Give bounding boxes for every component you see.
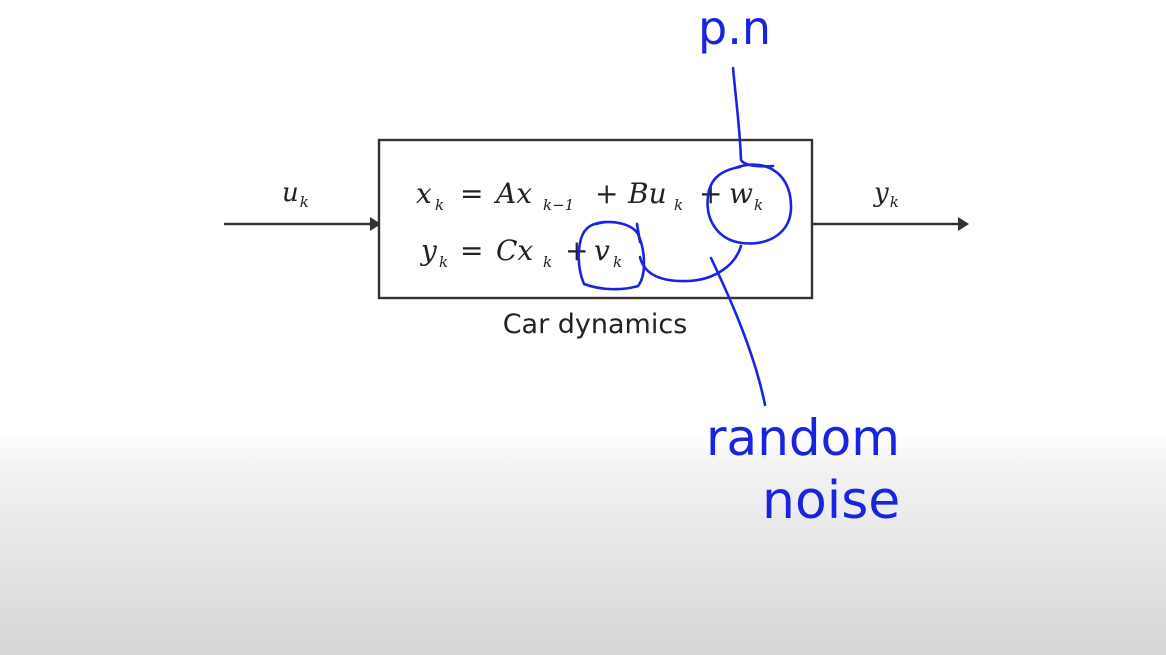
ink-connector [638,244,743,283]
ink-note-random: random [706,409,900,467]
block-caption: Car dynamics [503,309,688,340]
ink-note-noise: noise [762,471,900,531]
input-signal-label: uk [282,178,309,211]
ink-annotations: p.n random noise [577,1,900,531]
ink-stroke-bottom [709,256,767,407]
ink-tick-vk [635,222,642,244]
ink-circle-vk [577,220,646,291]
output-signal-label: yk [873,178,899,211]
input-arrow-head [370,217,381,231]
ink-note-top: p.n [698,1,771,55]
output-equation: y k = Cx k + v k [419,234,622,274]
ink-circle-wk [706,163,793,245]
ink-stroke-top [731,66,775,168]
state-equation: x k = Ax k−1 + Bu k + w k [416,177,763,217]
output-arrow-head [958,217,969,231]
